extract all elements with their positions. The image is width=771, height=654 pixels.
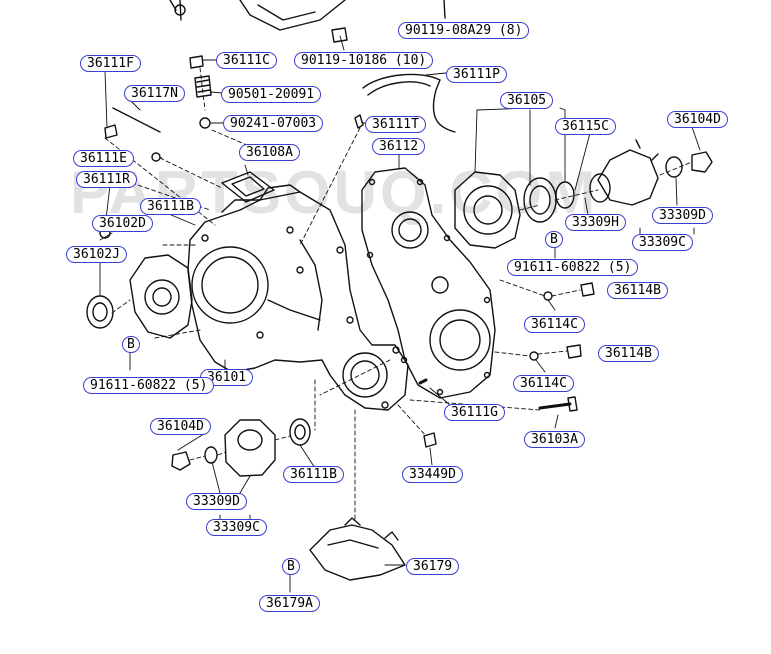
bracket-36179 xyxy=(309,517,406,581)
part-label-36111p[interactable]: 36111P xyxy=(446,66,507,83)
part-label-36111e[interactable]: 36111E xyxy=(73,150,134,167)
leader-lines xyxy=(99,35,701,593)
part-label-36111c[interactable]: 36111C xyxy=(216,52,277,69)
part-label-36111g[interactable]: 36111G xyxy=(444,404,505,421)
part-label-36102d[interactable]: 36102D xyxy=(92,215,153,232)
bolt-group-marker-b-bracket[interactable]: B xyxy=(282,558,300,575)
gasket-36108a xyxy=(221,171,275,203)
part-label-33449d[interactable]: 33449D xyxy=(402,466,463,483)
upper-housing-partial xyxy=(169,0,346,31)
companion-flange-right xyxy=(589,139,713,206)
part-label-36111b-bottom[interactable]: 36111B xyxy=(283,466,344,483)
part-label-33309c-left[interactable]: 33309C xyxy=(206,519,267,536)
part-label-90119-08a29[interactable]: 90119-08A29 (8) xyxy=(398,22,530,39)
part-label-36179[interactable]: 36179 xyxy=(406,558,460,575)
part-label-36111f[interactable]: 36111F xyxy=(80,55,141,72)
bolt-group-marker-b-left[interactable]: B xyxy=(122,336,140,353)
part-label-36114c-bottom[interactable]: 36114C xyxy=(513,375,574,392)
part-label-36115c[interactable]: 36115C xyxy=(555,118,616,135)
part-label-36111t[interactable]: 36111T xyxy=(365,116,426,133)
part-label-33309d-right[interactable]: 33309D xyxy=(652,207,713,224)
part-label-36179a[interactable]: 36179A xyxy=(259,595,320,612)
part-label-36117n[interactable]: 36117N xyxy=(124,85,185,102)
part-label-36114b-bottom[interactable]: 36114B xyxy=(598,345,659,362)
part-label-33309h[interactable]: 33309H xyxy=(565,214,626,231)
part-label-33309d-left[interactable]: 33309D xyxy=(186,493,247,510)
part-label-36103a[interactable]: 36103A xyxy=(524,431,585,448)
retainer-left xyxy=(86,227,193,339)
part-label-91611-60822-left[interactable]: 91611-60822 (5) xyxy=(83,377,215,394)
part-label-36112[interactable]: 36112 xyxy=(372,138,426,155)
bolt-group-marker-b-right[interactable]: B xyxy=(545,231,563,248)
part-label-36114c-top[interactable]: 36114C xyxy=(524,316,585,333)
part-label-33309c-right[interactable]: 33309C xyxy=(632,234,693,251)
small-hardware xyxy=(104,0,595,448)
part-label-36111r[interactable]: 36111R xyxy=(76,171,137,188)
part-label-36104d-right[interactable]: 36104D xyxy=(667,111,728,128)
part-label-90501-20091[interactable]: 90501-20091 xyxy=(221,86,322,103)
part-label-36111b-top[interactable]: 36111B xyxy=(140,198,201,215)
rear-cover-plate xyxy=(361,167,496,399)
part-label-36114b-top[interactable]: 36114B xyxy=(607,282,668,299)
part-label-90241-07003[interactable]: 90241-07003 xyxy=(223,115,324,132)
part-label-36108a[interactable]: 36108A xyxy=(239,144,300,161)
part-label-36105[interactable]: 36105 xyxy=(500,92,554,109)
part-label-36102j[interactable]: 36102J xyxy=(66,246,127,263)
part-label-91611-60822-right[interactable]: 91611-60822 (5) xyxy=(507,259,639,276)
part-label-90119-10186[interactable]: 90119-10186 (10) xyxy=(294,52,434,69)
part-label-36104d-left[interactable]: 36104D xyxy=(150,418,211,435)
